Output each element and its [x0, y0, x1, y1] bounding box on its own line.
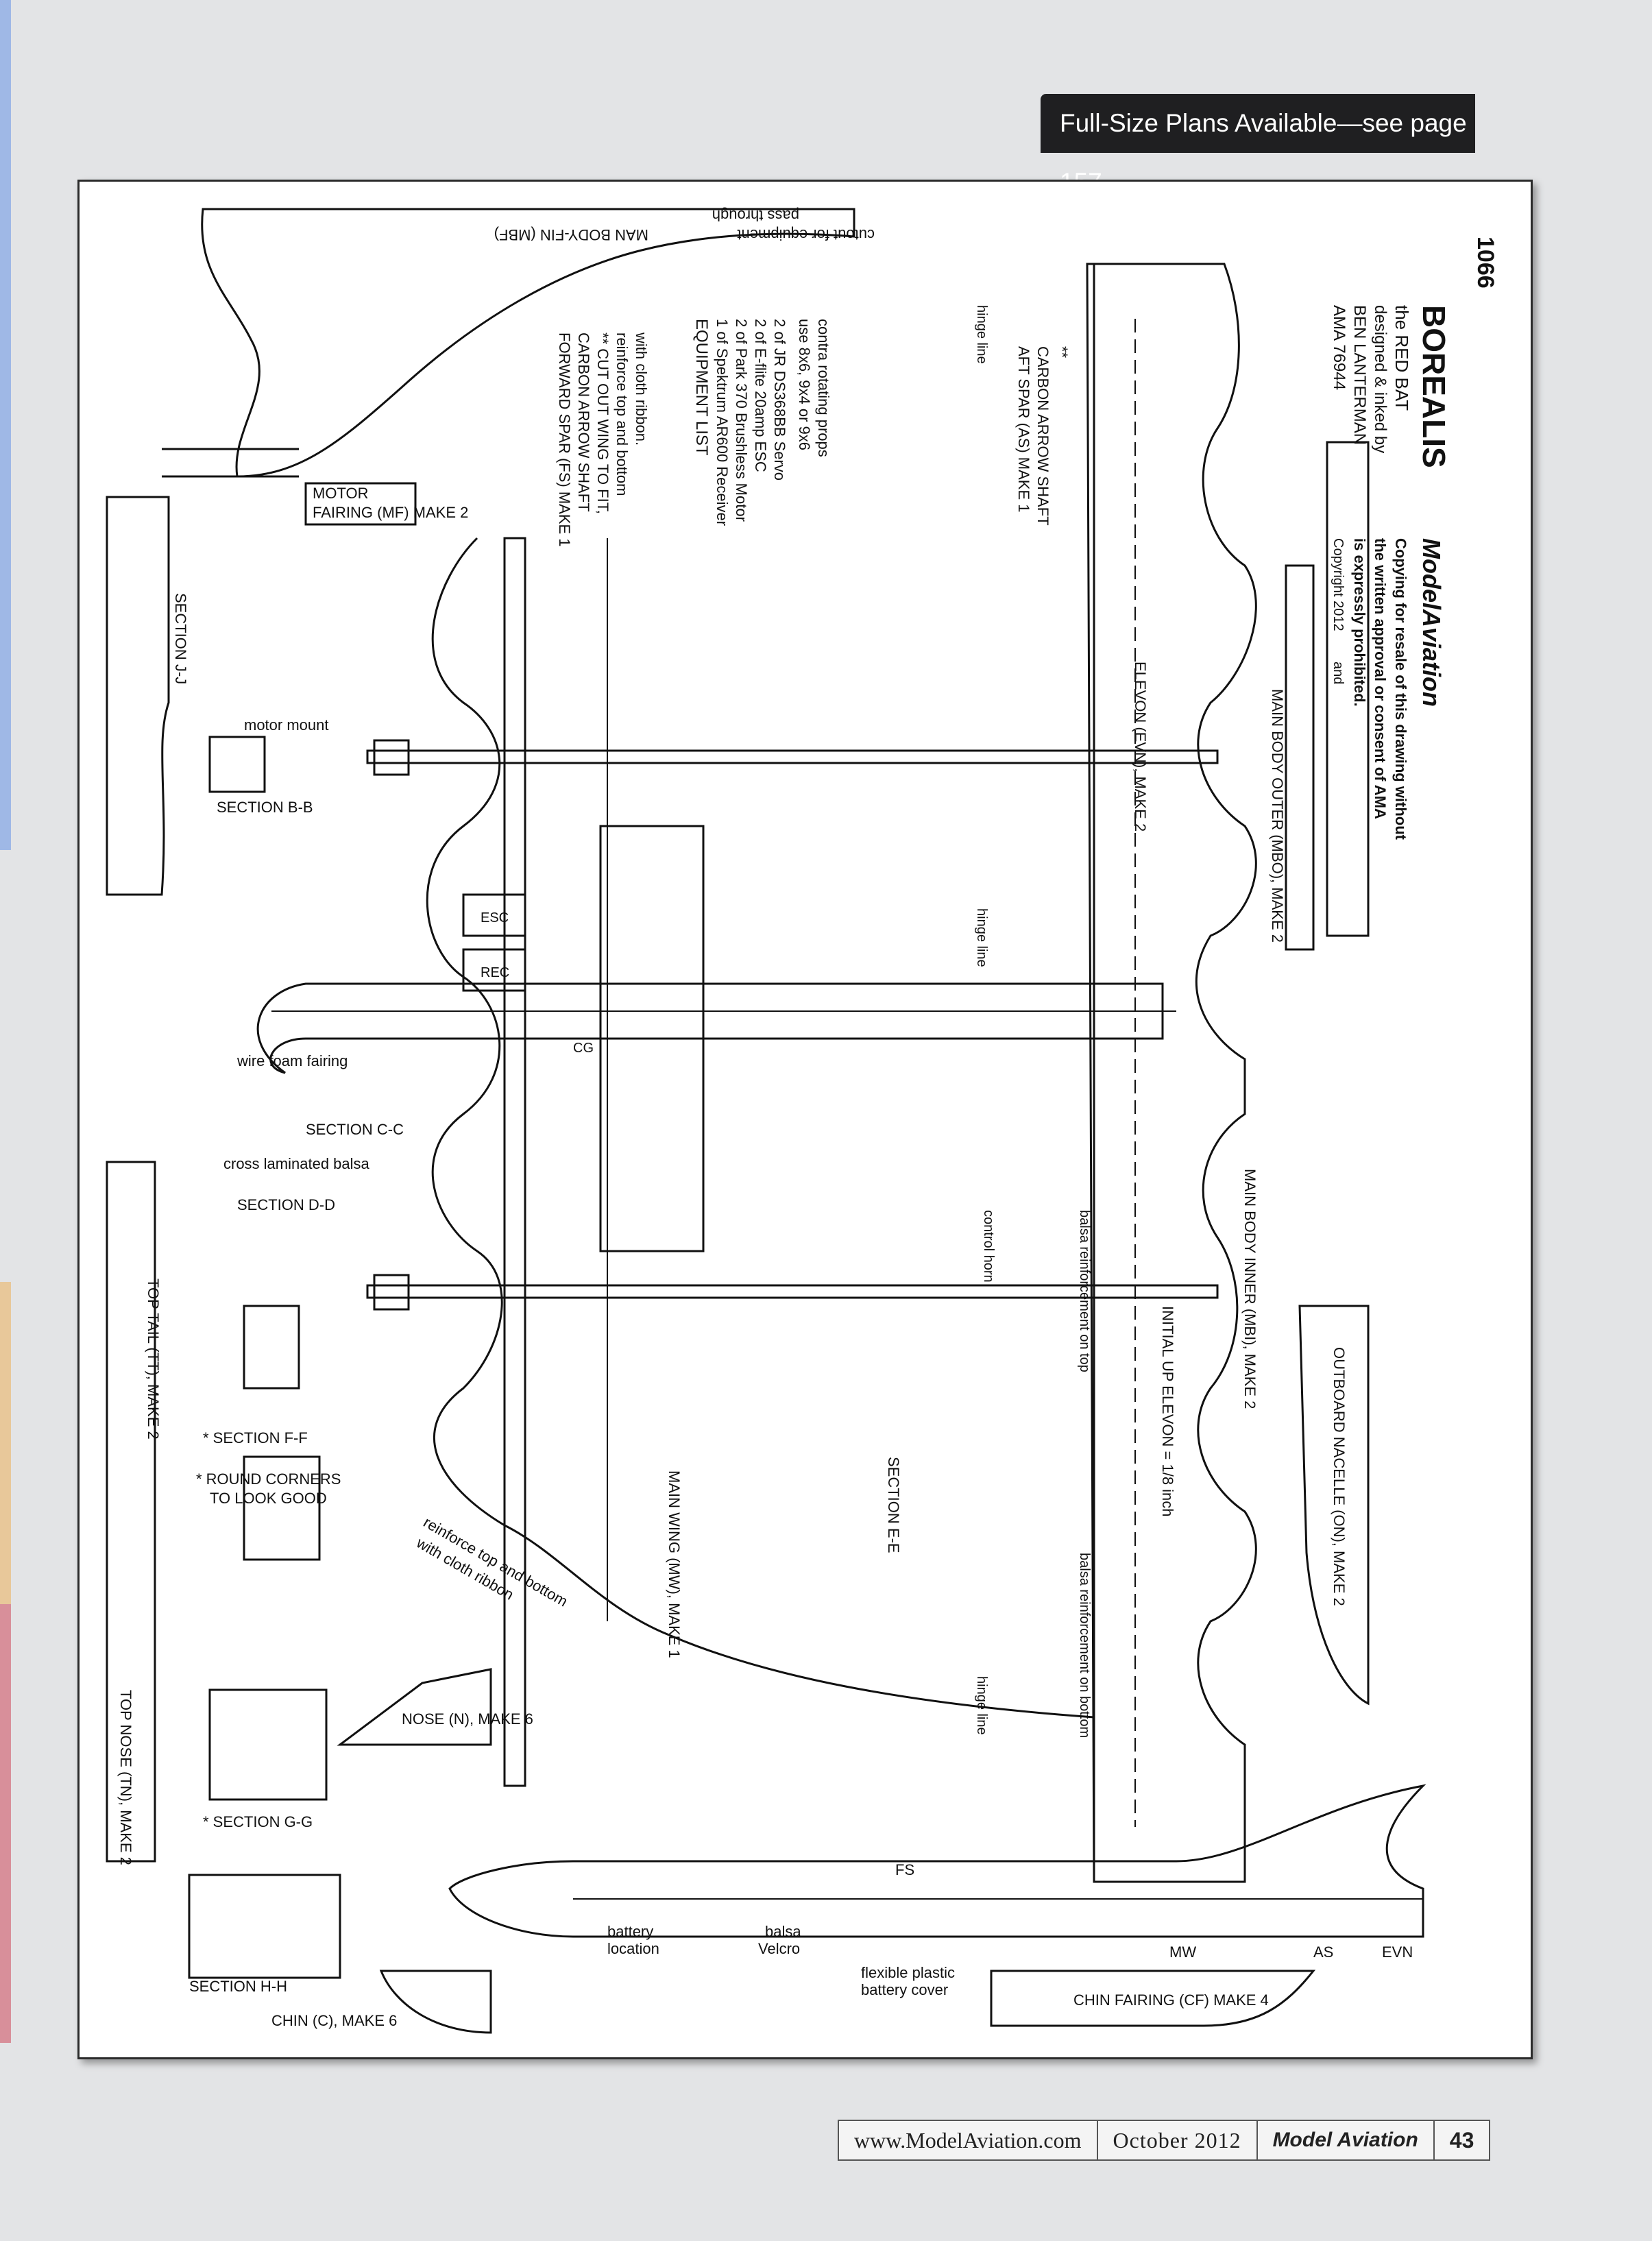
label-chin-fairing: CHIN FAIRING (CF) MAKE 4 — [1073, 1991, 1269, 2009]
label-control-horn: control horn — [981, 1210, 996, 1283]
label-top-nose: TOP NOSE (TN), MAKE 2 — [117, 1690, 134, 1865]
copyright-notice-2: the written approval or consent of AMA — [1372, 538, 1389, 819]
plan-credit-1: designed & inked by — [1371, 305, 1389, 453]
footer-date: October 2012 — [1098, 2121, 1258, 2159]
label-velcro-2: Velcro — [758, 1940, 800, 1957]
label-motor-mount: motor mount — [244, 716, 329, 734]
label-hinge-low: hinge line — [974, 1676, 989, 1735]
forward-spar-line-1: FORWARD SPAR (FS) MAKE 1 — [556, 332, 573, 547]
plans-available-banner: Full-Size Plans Available—see page 157. — [1041, 94, 1475, 196]
label-cutout: cutout for equipment — [737, 226, 875, 243]
label-balsa-top: balsa reinforcement on top — [1077, 1210, 1092, 1372]
label-man-body-fin: MAN BODY-FIN (MBF) — [494, 226, 648, 243]
equipment-item-2: 2 of Park 370 Brushless Motor — [733, 319, 750, 522]
main-body-fin-outline — [201, 208, 855, 478]
label-section-gg: * SECTION G-G — [203, 1813, 313, 1830]
label-outboard-nacelle: OUTBOARD NACELLE (ON), MAKE 2 — [1331, 1347, 1348, 1606]
plan-credit-3: AMA 76944 — [1330, 305, 1348, 390]
plan-text-group: 1066 BOREALIS the RED BAT designed & ink… — [117, 207, 1498, 2029]
plan-svg: 1066 BOREALIS the RED BAT designed & ink… — [106, 207, 1498, 2034]
label-section-ff: * SECTION F-F — [203, 1429, 308, 1446]
label-wire-foam: wire foam fairing — [236, 1052, 348, 1069]
label-flex-2: battery cover — [861, 1981, 948, 1998]
fuselage-side-view — [448, 1784, 1426, 1938]
label-round-corners-1: * ROUND CORNERS — [196, 1470, 341, 1488]
label-initial-up: INITIAL UP ELEVON = 1/8 inch — [1159, 1306, 1176, 1517]
label-section-jj: SECTION J-J — [172, 593, 189, 684]
equipment-item-3: 2 of E-flite 20amp ESC — [752, 319, 769, 472]
plan-credit-2: BEN LANTERMAN — [1350, 305, 1369, 445]
label-section-hh: SECTION H-H — [189, 1978, 287, 1995]
label-section-ee: SECTION E-E — [885, 1457, 902, 1553]
label-nose: NOSE (N), MAKE 6 — [402, 1710, 533, 1728]
label-motor-fairing-2: FAIRING (MF) MAKE 2 — [313, 504, 468, 521]
elevon-scalloped-outline — [1086, 263, 1257, 1883]
label-top-tail: TOP TAIL (TT), MAKE 2 — [145, 1279, 162, 1440]
footer-page-number: 43 — [1449, 2127, 1474, 2153]
label-elevon: ELEVON (EVN), MAKE 2 — [1132, 662, 1149, 832]
plan-number: 1066 — [1472, 237, 1498, 289]
copyright-notice-1: Copying for resale of this drawing witho… — [1392, 538, 1409, 840]
label-rec: REC — [481, 965, 509, 980]
main-wing-outline — [426, 537, 1095, 1719]
fuselage-outline — [256, 982, 1164, 1074]
equipment-item-5: use 8x6, 9x4 or 9x6 — [796, 319, 813, 450]
forward-spar-line-5: with cloth ribbon. — [633, 332, 650, 446]
page-edge-strip — [0, 0, 11, 2241]
aft-spar-line-1: AFT SPAR (AS) MAKE 1 — [1015, 346, 1032, 512]
top-tail-part — [106, 1161, 156, 1863]
copyright-brand: ModelAviation — [1418, 538, 1446, 707]
label-velcro-1: balsa — [765, 1923, 801, 1940]
chin-part — [379, 1970, 492, 2034]
label-battery-2: location — [607, 1940, 659, 1957]
label-round-corners-2: TO LOOK GOOD — [210, 1490, 327, 1507]
label-flex-1: flexible plastic — [861, 1964, 955, 1981]
forward-shaft-1 — [366, 749, 1219, 764]
forward-spar — [503, 537, 526, 1787]
label-main-wing: MAIN WING (MW), MAKE 1 — [666, 1470, 683, 1658]
label-pass-through: pass through — [712, 207, 799, 224]
equipment-item-1: 1 of Spektrum AR600 Receiver — [714, 319, 731, 526]
footer-url[interactable]: www.ModelAviation.com — [839, 2121, 1098, 2159]
aft-spar-line-2: CARBON ARROW SHAFT — [1034, 346, 1052, 526]
label-section-cc: SECTION C-C — [306, 1121, 404, 1138]
label-mw: MW — [1169, 1943, 1196, 1961]
copyright-notice-3: is expressly prohibited. — [1351, 538, 1368, 707]
equipment-heading: EQUIPMENT LIST — [692, 319, 711, 456]
copyright-year: Copyright 2012 — [1331, 538, 1346, 631]
forward-shaft-2 — [366, 1284, 1219, 1299]
equipment-item-4: 2 of JR DS368BB Servo — [771, 319, 788, 481]
label-fs: FS — [895, 1861, 914, 1878]
nose-part — [337, 1668, 492, 1746]
label-mbi: MAIN BODY INNER (MBI), MAKE 2 — [1241, 1169, 1259, 1409]
label-section-dd: SECTION D-D — [237, 1196, 335, 1213]
label-cross-lam: cross laminated balsa — [223, 1155, 370, 1172]
footer-magazine: Model Aviation — [1258, 2121, 1435, 2159]
plan-title: BOREALIS — [1416, 305, 1452, 468]
plan-drawing: 1066 BOREALIS the RED BAT designed & ink… — [77, 180, 1533, 2059]
label-esc: ESC — [481, 910, 509, 925]
label-cg: CG — [573, 1041, 594, 1056]
label-motor-fairing-1: MOTOR — [313, 485, 368, 502]
plan-subtitle: the RED BAT — [1392, 305, 1412, 411]
label-section-bb: SECTION B-B — [217, 799, 313, 816]
chin-fairing-part — [990, 1970, 1316, 2027]
copyright-and: and — [1331, 662, 1346, 684]
label-battery-1: battery — [607, 1923, 653, 1940]
label-evn: EVN — [1382, 1943, 1413, 1961]
label-chin: CHIN (C), MAKE 6 — [271, 2012, 397, 2029]
aft-spar-line-3: ** — [1054, 346, 1071, 359]
forward-spar-line-3: ** CUT OUT WING TO FIT, — [594, 332, 611, 514]
page-footer: www.ModelAviation.com October 2012 Model… — [838, 2120, 1491, 2161]
equipment-item-6: contra rotating props — [815, 319, 832, 457]
label-hinge-mid: hinge line — [974, 908, 989, 967]
label-mbo: MAIN BODY OUTER (MBO), MAKE 2 — [1269, 689, 1286, 943]
label-as: AS — [1313, 1943, 1333, 1961]
forward-spar-line-2: CARBON ARROW SHAFT — [575, 332, 592, 512]
label-hinge-top: hinge line — [974, 305, 989, 364]
label-balsa-bottom: balsa reinforcement on bottom — [1077, 1553, 1092, 1738]
forward-spar-line-4: reinforce top and bottom — [614, 332, 631, 496]
